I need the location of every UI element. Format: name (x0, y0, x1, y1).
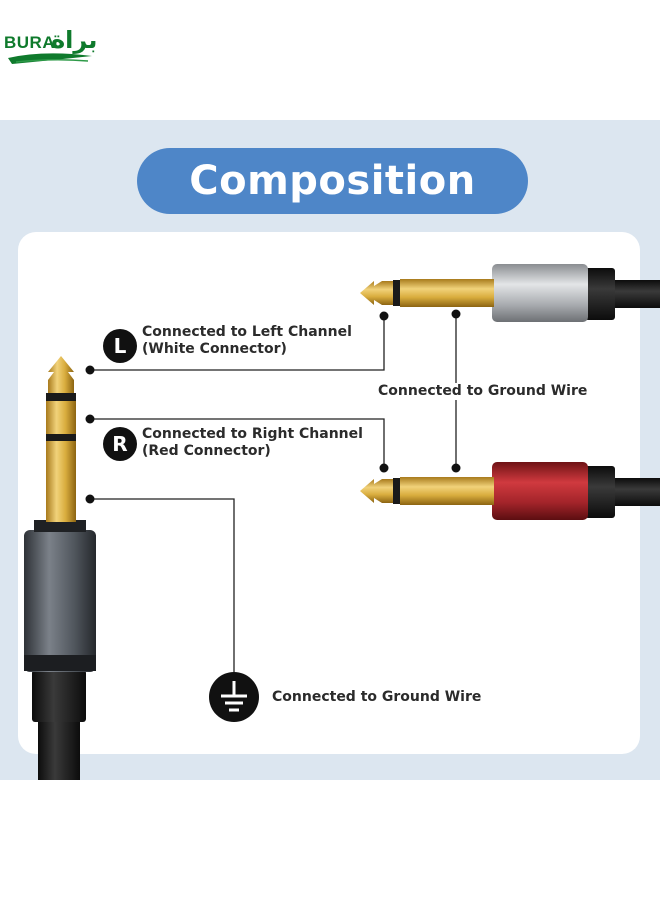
left-channel-label-line2: (White Connector) (142, 341, 287, 357)
white-plug-insulator (393, 280, 400, 306)
red-plug-sleeve (400, 477, 494, 505)
left-channel-label-line1: Connected to Left Channel (142, 324, 352, 340)
right-channel-badge: R (103, 427, 137, 461)
connection-dots (85, 309, 461, 504)
white-tip-dot (379, 311, 389, 321)
jack-neck (34, 520, 86, 532)
jack-ring (46, 400, 76, 434)
left-channel-badge: L (103, 329, 137, 363)
red-plug-tip (360, 479, 393, 503)
red-mono-plug (360, 462, 660, 520)
white-plug-housing (492, 264, 588, 322)
jack-sleeve (46, 440, 76, 522)
white-plug-sleeve (400, 279, 494, 307)
jack-insulator-ring-1 (46, 393, 76, 401)
sleeve-dot (85, 494, 95, 504)
ground-sleeve-line (90, 498, 235, 672)
jack-insulator-ring-2 (46, 433, 76, 441)
title-pill: Composition (137, 148, 528, 214)
jack-tip (48, 356, 74, 393)
jack-housing-collar (24, 655, 96, 671)
white-plug-tip (360, 281, 393, 305)
white-sleeve-dot (451, 309, 461, 319)
left-channel-line (90, 316, 385, 371)
ground-icon (209, 672, 259, 722)
jack-strain-relief (32, 670, 86, 722)
logo-leaf-swoosh (8, 53, 92, 64)
logo-latin-text: BURA (4, 33, 56, 52)
connection-lines (90, 314, 457, 672)
page-title: Composition (189, 158, 476, 204)
ground-wire-label-bottom: Connected to Ground Wire (272, 689, 482, 705)
red-tip-dot (379, 463, 389, 473)
right-channel-line (90, 418, 385, 468)
right-channel-label-line1: Connected to Right Channel (142, 426, 363, 442)
red-plug-housing (492, 462, 588, 520)
red-sleeve-dot (451, 463, 461, 473)
jack-housing (24, 530, 96, 672)
ground-wire-label-right: Connected to Ground Wire (376, 383, 590, 400)
tip-dot (85, 365, 95, 375)
white-mono-plug (360, 264, 660, 322)
logo-arabic-text: براة (51, 26, 98, 54)
brand-logo: BURA براة (4, 26, 98, 70)
trs-jack-plug (24, 356, 96, 780)
right-channel-label-line2: (Red Connector) (142, 443, 271, 459)
white-plug-collar (585, 268, 615, 320)
red-plug-collar (585, 466, 615, 518)
ring-dot (85, 414, 95, 424)
jack-cable (38, 720, 80, 780)
red-plug-insulator (393, 478, 400, 504)
